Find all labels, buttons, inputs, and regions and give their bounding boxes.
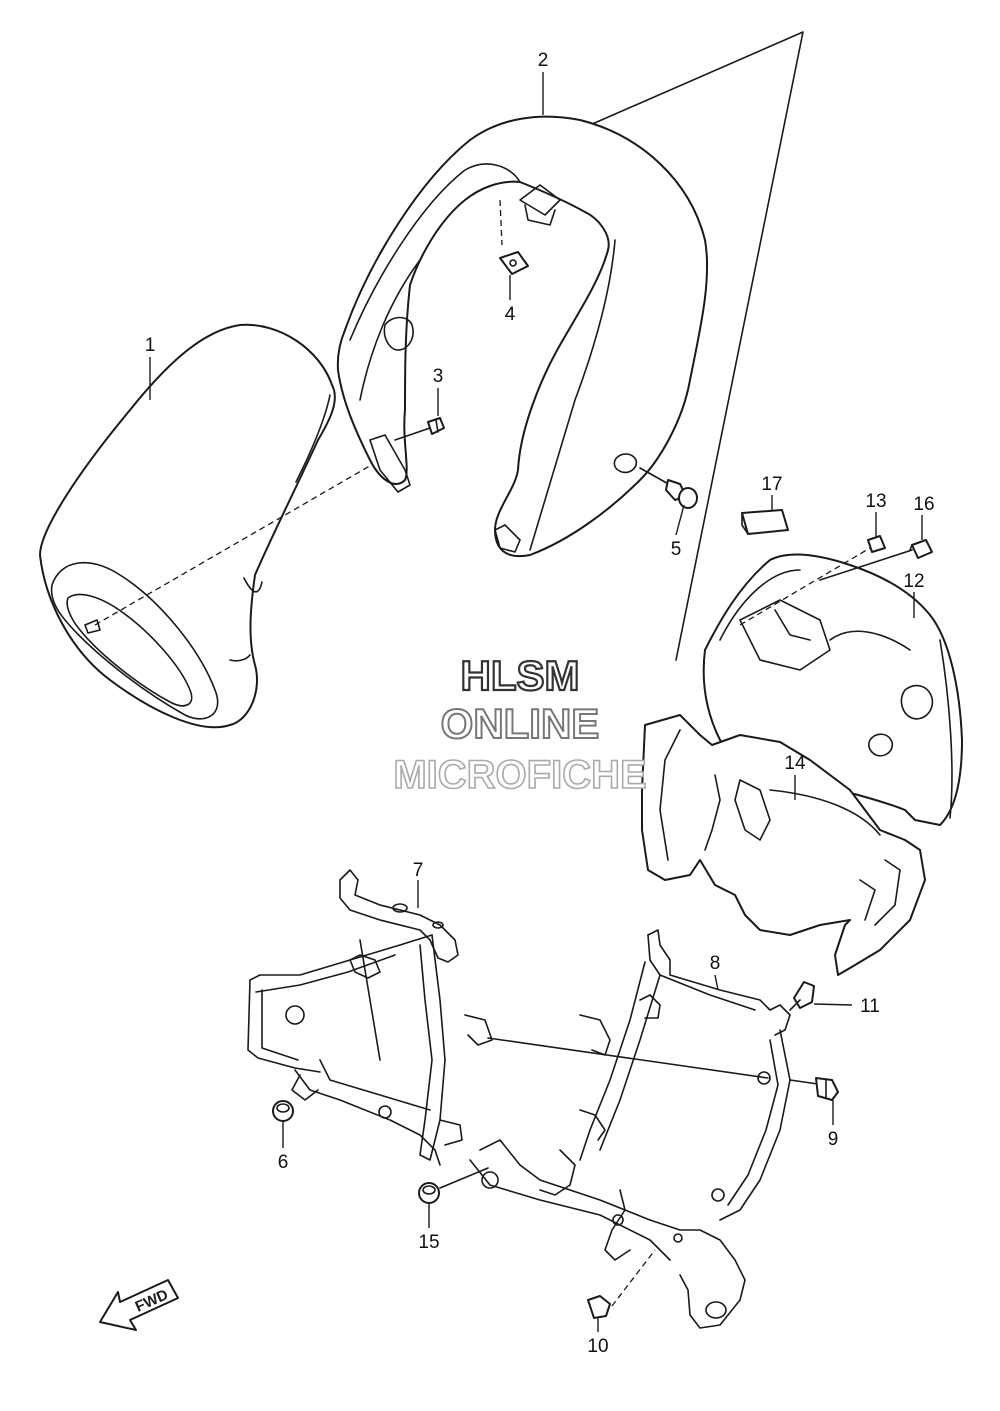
leader-8 — [714, 974, 719, 991]
callout-2: 2 — [538, 50, 549, 71]
callout-12: 12 — [903, 571, 924, 592]
callout-15: 15 — [418, 1232, 439, 1253]
line-7-8 — [487, 1037, 769, 1079]
forward-arrow-icon: FWD — [99, 1279, 179, 1331]
dashed-line-1-3 — [94, 459, 381, 626]
leader-5 — [675, 504, 685, 536]
part-5-fastener — [639, 467, 698, 509]
watermark-line-3: MICROFICHE — [393, 753, 646, 797]
callout-11: 11 — [860, 996, 880, 1017]
part-8-right-bracket — [469, 929, 791, 1329]
callout-1: 1 — [145, 335, 156, 356]
part-11-push-rivet — [789, 981, 815, 1011]
assembly-outline-triangle — [589, 31, 804, 661]
part-3-screw — [394, 417, 445, 441]
callout-13: 13 — [865, 491, 886, 512]
callout-3: 3 — [433, 366, 444, 387]
part-6-grommet — [272, 1100, 294, 1122]
part-1-headlamp-housing — [39, 323, 336, 729]
callout-14: 14 — [784, 753, 806, 774]
callout-6: 6 — [278, 1152, 289, 1173]
part-4-nut-clip — [499, 251, 529, 275]
part-15-grommet — [418, 1182, 440, 1204]
callout-17: 17 — [761, 474, 782, 495]
callout-7: 7 — [413, 860, 424, 881]
callout-5: 5 — [671, 539, 682, 560]
part-10-bolt — [587, 1249, 656, 1319]
leader-11 — [813, 1003, 853, 1006]
callout-4: 4 — [505, 304, 516, 325]
part-13-clip — [867, 535, 886, 553]
watermark-line-2: ONLINE — [441, 700, 600, 747]
line-15-8 — [439, 1167, 489, 1189]
callout-10: 10 — [587, 1336, 608, 1357]
dashed-line-12-16 — [819, 549, 913, 581]
part-7-left-bracket — [247, 869, 493, 1166]
callout-9: 9 — [828, 1129, 839, 1150]
dashed-line-12-13 — [739, 547, 871, 626]
dashed-line-2-4 — [499, 199, 503, 246]
part-14-inner-cover — [641, 714, 926, 976]
part-16-grommet — [909, 539, 933, 559]
callout-8: 8 — [710, 953, 721, 974]
part-17-pad — [741, 509, 789, 535]
forward-arrow-label: FWD — [133, 1286, 171, 1315]
part-9-bolt — [789, 1077, 839, 1101]
callout-16: 16 — [913, 494, 934, 515]
part-2-front-cowling — [336, 115, 709, 558]
watermark-line-1: HLSM — [461, 652, 580, 699]
